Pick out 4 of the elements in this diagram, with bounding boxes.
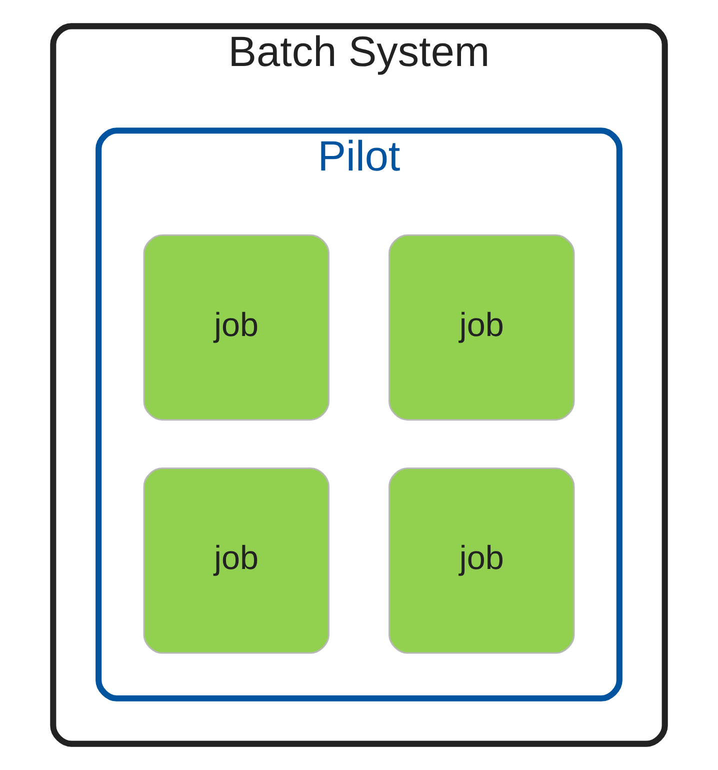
node-box: job xyxy=(388,468,575,654)
node-box: job xyxy=(143,468,330,654)
node-box: job xyxy=(388,234,575,421)
node-box: job xyxy=(143,234,330,421)
